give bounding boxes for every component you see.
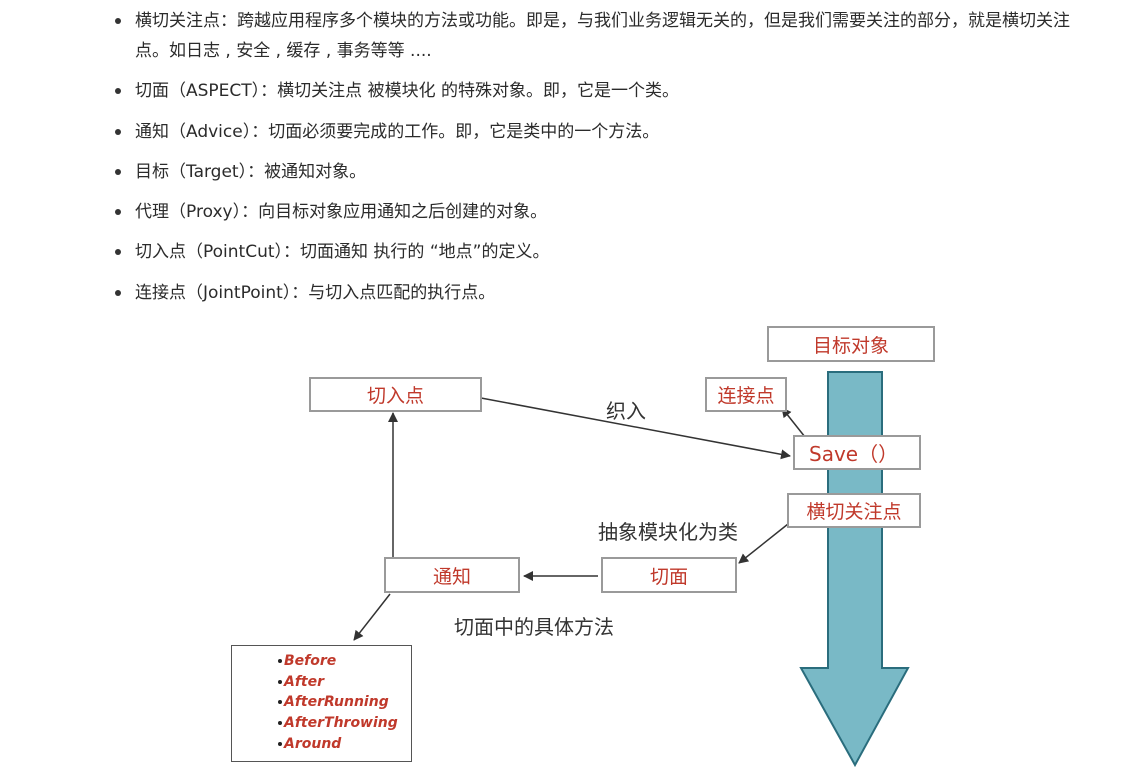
weave-label: 织入 [606,399,646,423]
abstract-label: 抽象模块化为类 [598,520,738,544]
advice-types-box: Before After AfterRunning AfterThrowing … [231,645,412,762]
list-item: 切面（ASPECT）：横切关注点 被模块化 的特殊对象。即，它是一个类。 [115,76,1075,106]
list-item: 横切关注点：跨越应用程序多个模块的方法或功能。即是，与我们业务逻辑无关的，但是我… [115,6,1075,66]
advice-type-item: Around [278,734,411,755]
pointcut-box: 切入点 [309,377,482,412]
list-item: 通知（Advice）：切面必须要完成的工作。即，它是类中的一个方法。 [115,117,1075,147]
list-item: 切入点（PointCut）：切面通知 执行的 “地点”的定义。 [115,237,1075,267]
list-item: 目标（Target）：被通知对象。 [115,157,1075,187]
advice-type-item: AfterThrowing [278,713,411,734]
advice-type-item: Before [278,651,411,672]
advice-box: 通知 [384,557,520,593]
concept-list: 横切关注点：跨越应用程序多个模块的方法或功能。即是，与我们业务逻辑无关的，但是我… [115,6,1075,318]
joinpoint-box: 连接点 [705,377,787,412]
crosscut-to-aspect-arrow [738,523,789,564]
advice-to-types-arrow [353,593,391,641]
advice-type-item: After [278,672,411,693]
crosscutting-box: 横切关注点 [787,493,921,528]
weave-arrow [480,397,791,460]
method-label: 切面中的具体方法 [454,615,614,639]
save-to-joinpoint-arrow [781,407,806,438]
flow-arrow [799,371,910,768]
list-item: 代理（Proxy）：向目标对象应用通知之后创建的对象。 [115,197,1075,227]
aspect-box: 切面 [601,557,737,593]
advice-type-item: AfterRunning [278,692,411,713]
list-item: 连接点（JointPoint）：与切入点匹配的执行点。 [115,278,1075,308]
save-box: Save（） [793,435,921,470]
target-object-box: 目标对象 [767,326,935,362]
